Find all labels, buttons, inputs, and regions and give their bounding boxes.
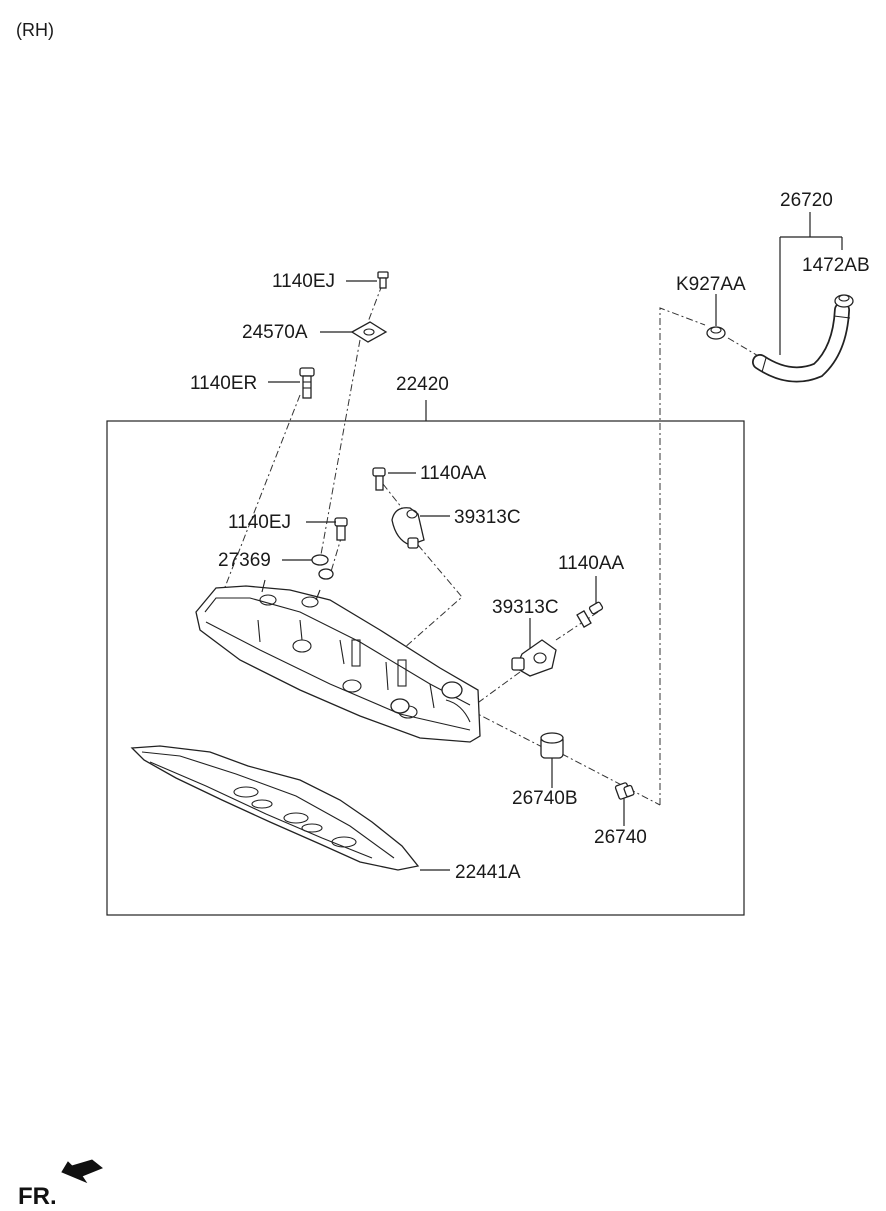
valve-cover-icon xyxy=(195,579,481,743)
part-number-1140er[interactable]: 1140ER xyxy=(190,373,257,394)
part-number-39313c-lower[interactable]: 39313C xyxy=(492,597,559,618)
pcv-valve-icon xyxy=(614,782,635,800)
sensor-icon xyxy=(391,507,425,549)
front-direction-label: FR. xyxy=(18,1183,57,1210)
part-number-39313c-upper[interactable]: 39313C xyxy=(454,507,521,528)
part-number-26740[interactable]: 26740 xyxy=(594,827,647,848)
bolt-icon xyxy=(372,467,386,491)
part-number-27369[interactable]: 27369 xyxy=(218,550,271,571)
bolt-icon xyxy=(377,271,389,289)
part-number-1140ej-mid[interactable]: 1140EJ xyxy=(228,512,291,533)
part-number-1472ab[interactable]: 1472AB xyxy=(802,255,870,276)
part-number-k927aa[interactable]: K927AA xyxy=(676,274,746,295)
assembly-guide-lines xyxy=(217,284,761,806)
part-number-22441a[interactable]: 22441A xyxy=(455,862,521,883)
grommet-icon xyxy=(540,732,564,759)
part-number-1140aa-lower[interactable]: 1140AA xyxy=(558,553,625,574)
part-number-1140aa-upper[interactable]: 1140AA xyxy=(420,463,487,484)
washer-icon xyxy=(311,554,334,580)
bolt-icon xyxy=(334,517,348,541)
front-arrow-icon xyxy=(61,1159,103,1184)
hose-clamp-icon xyxy=(834,294,854,308)
side-label: (RH) xyxy=(16,20,54,40)
pcv-hose-icon xyxy=(752,302,851,383)
bolt-icon xyxy=(299,367,315,399)
part-number-22420[interactable]: 22420 xyxy=(396,374,449,395)
hose-assembly-bracket xyxy=(779,212,843,355)
part-number-26720[interactable]: 26720 xyxy=(780,190,833,211)
hose-clamp-icon xyxy=(706,326,726,340)
part-number-26740b[interactable]: 26740B xyxy=(512,788,578,809)
bolt-icon xyxy=(576,601,604,628)
part-number-24570a[interactable]: 24570A xyxy=(242,322,308,343)
gasket-icon xyxy=(130,745,420,871)
sensor-icon xyxy=(511,639,557,677)
bracket-icon xyxy=(350,321,388,343)
part-number-1140ej-top[interactable]: 1140EJ xyxy=(272,271,335,292)
label-leaders xyxy=(268,280,717,871)
